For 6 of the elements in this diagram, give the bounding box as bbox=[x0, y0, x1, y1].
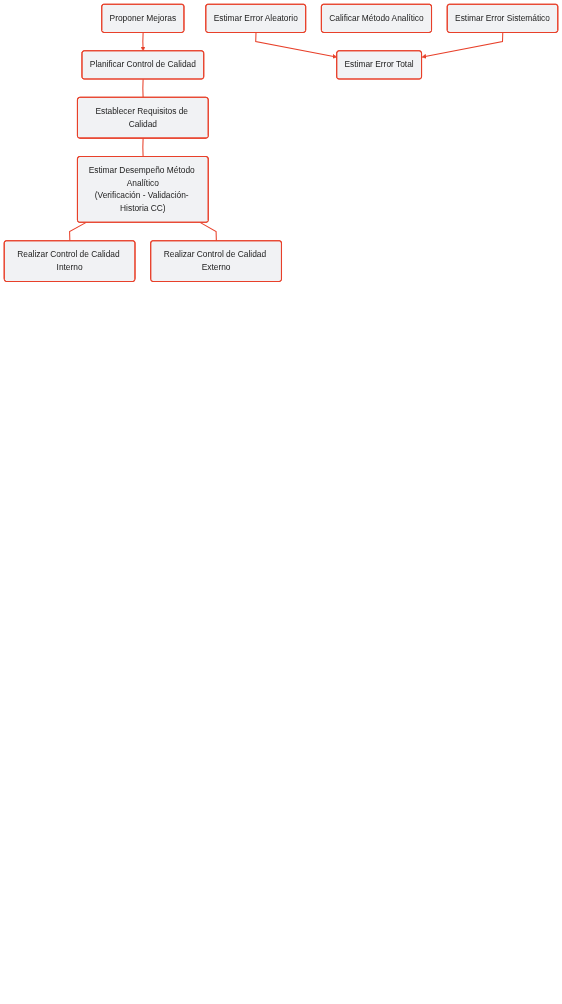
arrow bbox=[140, 32, 146, 52]
connector bbox=[142, 137, 144, 158]
arrow bbox=[421, 32, 504, 59]
connector bbox=[142, 78, 144, 99]
connector bbox=[199, 222, 217, 242]
connector bbox=[69, 222, 87, 242]
